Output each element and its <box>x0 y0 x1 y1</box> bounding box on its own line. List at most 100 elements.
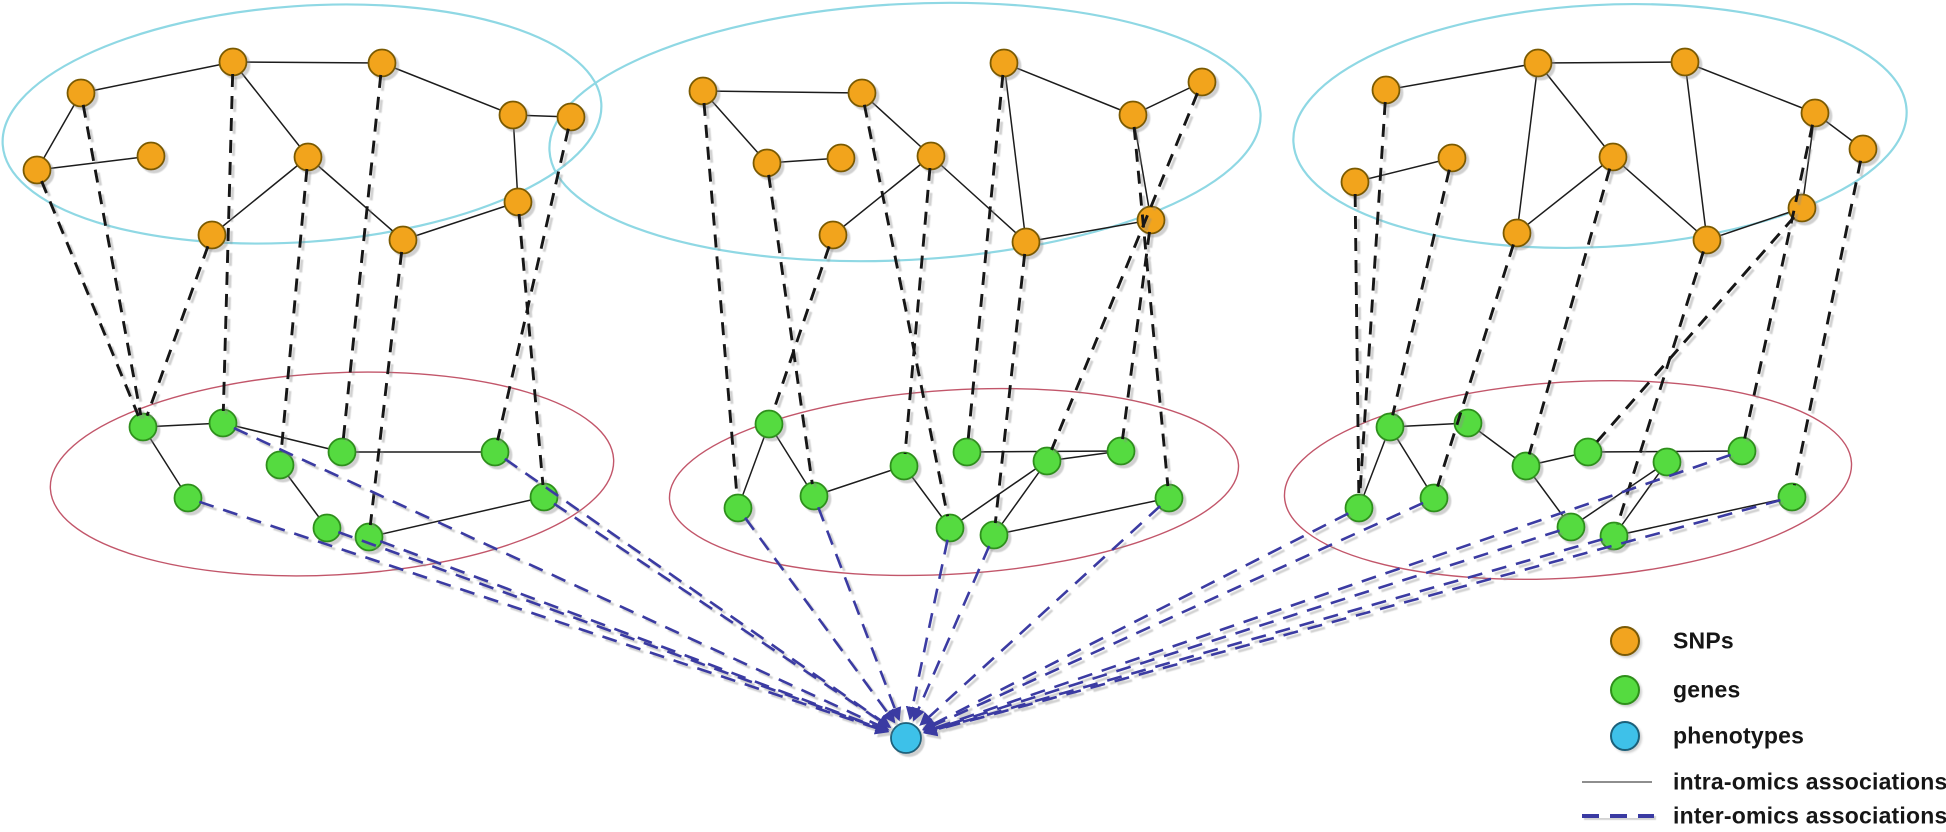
gene-node <box>1344 493 1374 523</box>
snp-gene-association-edge <box>81 104 143 416</box>
intra-omics-edge <box>1706 207 1803 241</box>
gene-node-swatch <box>1610 675 1640 705</box>
gene-node <box>1419 483 1449 513</box>
snp-gene-association-edge <box>1121 231 1151 440</box>
gene-node <box>480 437 510 467</box>
legend-label-phenotypes: phenotypes <box>1673 722 1805 749</box>
intra-omics-edge <box>1516 156 1614 234</box>
gene-phenotype-association-edge <box>198 500 889 735</box>
intra-omics-edge <box>1385 62 1539 91</box>
intra-omics-edge <box>1684 61 1708 241</box>
intra-omics-edge <box>368 496 545 538</box>
gene-node <box>128 412 158 442</box>
legend-item-genes: genes <box>1582 675 1944 705</box>
snp-cluster-ellipse <box>548 1 1262 263</box>
cluster-ellipses-layer <box>1 1 1908 581</box>
intra-omics-edge <box>702 90 768 164</box>
gene-node <box>889 451 919 481</box>
snp-node <box>498 100 528 130</box>
gene-node <box>173 483 203 513</box>
snp-gene-association-edge <box>1743 124 1814 440</box>
intra-omics-edge <box>381 62 514 116</box>
gene-cluster-ellipse <box>1283 379 1853 581</box>
intra-omics-edge <box>80 61 234 94</box>
intra-omics-edge <box>949 460 1048 529</box>
gene-node <box>1573 437 1603 467</box>
gene-phenotype-association-edge <box>905 539 949 721</box>
intra-omics-edge <box>1570 461 1668 528</box>
gene-node <box>799 481 829 511</box>
gene-node <box>1511 451 1541 481</box>
gene-node <box>1599 521 1629 551</box>
intra-omics-edge <box>861 92 932 157</box>
gene-node <box>1106 436 1136 466</box>
intra-omics-edge <box>402 201 519 241</box>
snp-node <box>66 78 96 108</box>
snp-node <box>1692 225 1722 255</box>
snp-gene-association-edge <box>496 128 570 441</box>
snp-node <box>1187 67 1217 97</box>
phenotype-node <box>890 722 922 754</box>
intra-omics-edge <box>232 61 309 158</box>
intra-omics-edge <box>1613 461 1668 537</box>
gene-node <box>1652 447 1682 477</box>
snp-node <box>1598 142 1628 172</box>
snp-gene-association-edge <box>862 104 950 517</box>
gene-phenotype-association-edge <box>912 545 991 722</box>
gene-node <box>208 408 238 438</box>
gene-phenotype-association-edge <box>504 457 892 728</box>
intra-omics-edge <box>36 155 152 171</box>
gene-node <box>1032 446 1062 476</box>
gene-phenotype-association-edge <box>379 539 890 734</box>
intra-omics-edge <box>1516 62 1539 234</box>
intra-omics-edge <box>737 423 770 509</box>
gene-phenotype-association-edge <box>922 512 1349 731</box>
intra-omics-edge <box>930 155 1027 243</box>
snp-gene-association-edge <box>903 167 932 455</box>
intra-omics-edge <box>1537 62 1614 158</box>
snp-gene-association-edge <box>1527 168 1612 455</box>
gene-phenotype-association-edge <box>922 453 1732 735</box>
legend-label-intra: intra-omics associations <box>1673 768 1946 795</box>
intra-omics-edge <box>1003 62 1134 116</box>
snp-node <box>136 141 166 171</box>
gene-node <box>1375 412 1405 442</box>
snp-node <box>916 141 946 171</box>
legend-item-phenotypes: phenotypes <box>1582 721 1944 751</box>
snp-cluster-ellipse <box>1 3 603 245</box>
intra-omics-edge <box>993 497 1170 536</box>
gene-phenotype-association-edge <box>923 498 1781 737</box>
snp-gene-association-edge <box>40 180 140 417</box>
legend-label-snps: SNPs <box>1673 627 1734 654</box>
intra-omics-edge <box>36 92 82 171</box>
nodes-layer <box>22 47 1878 754</box>
snp-node <box>826 143 856 173</box>
legend-label-inter: inter-omics associations <box>1673 802 1946 829</box>
snp-node <box>989 48 1019 78</box>
intra-omics-edge <box>1003 62 1027 243</box>
snp-gene-association-edge <box>1050 92 1199 451</box>
intra-omics-edge <box>307 156 404 241</box>
snp-gene-association-edge <box>517 213 545 486</box>
snp-gene-association-edge <box>221 73 235 412</box>
gene-phenotype-association-edge <box>233 426 890 731</box>
snp-node <box>818 220 848 250</box>
intra-omics-edge <box>512 114 519 203</box>
intra-omics-edge <box>211 156 309 236</box>
gene-cluster-ellipse <box>668 387 1240 577</box>
gene-node <box>354 522 384 552</box>
gene-phenotype-association-edge <box>337 530 890 734</box>
snp-node <box>367 48 397 78</box>
snp-node <box>218 47 248 77</box>
snp-node <box>1371 75 1401 105</box>
snp-gene-association-edge <box>1132 126 1170 487</box>
snp-node <box>22 155 52 185</box>
snp-gene-edges-layer <box>40 73 1863 526</box>
intra-omics-edge <box>1354 157 1453 183</box>
gene-node <box>952 437 982 467</box>
intra-omics-edge <box>1025 219 1152 243</box>
snp-node <box>1523 48 1553 78</box>
gene-node <box>529 482 559 512</box>
gene-phenotype-association-edge <box>553 502 892 729</box>
